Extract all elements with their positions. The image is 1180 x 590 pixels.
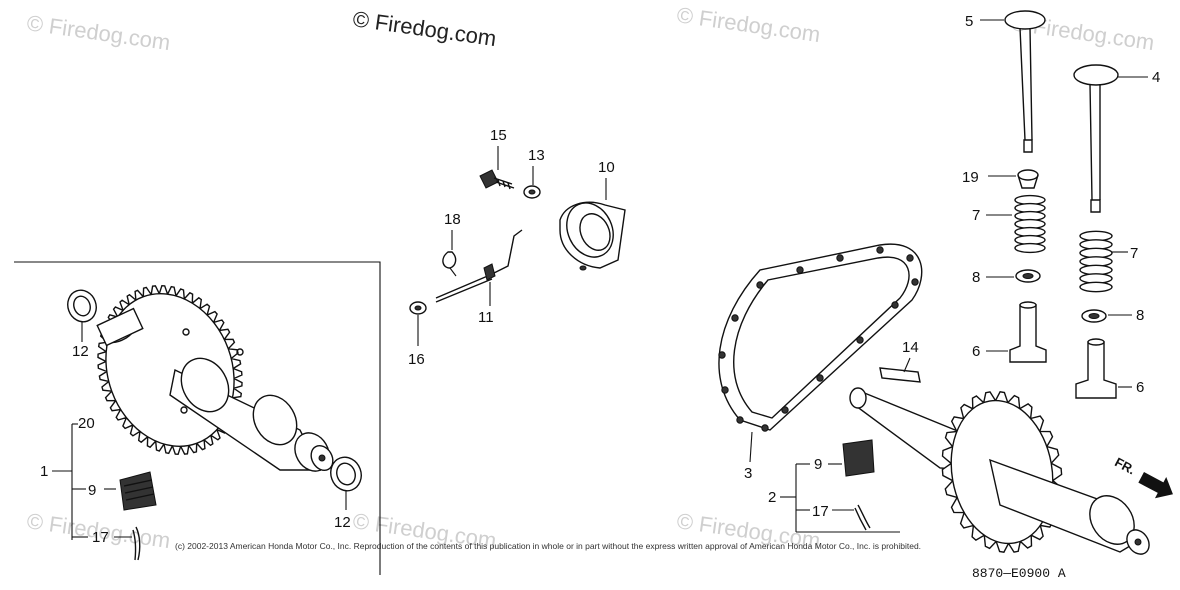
callout-18: 18 (444, 211, 461, 228)
diagram-code: 8870—E0900 A (972, 566, 1066, 581)
callout-17-right: 17 (812, 503, 829, 520)
callouts-right: 5 4 19 7 7 8 8 6 6 14 3 2 9 17 (744, 13, 1160, 533)
callout-8-left: 8 (972, 269, 980, 286)
callout-12-lower: 12 (334, 514, 351, 531)
callouts-center: 15 13 10 18 11 16 (408, 127, 615, 368)
callout-3: 3 (744, 465, 752, 482)
callout-2: 2 (768, 489, 776, 506)
callout-6-right: 6 (1136, 379, 1144, 396)
copyright-notice: (c) 2002-2013 American Honda Motor Co., … (175, 541, 921, 551)
arrow-right-icon (1138, 472, 1173, 499)
governor-parts (409, 169, 626, 315)
timing-chain (718, 243, 923, 432)
watermark-main: © Firedog.com (351, 6, 498, 51)
front-direction-indicator: FR. (1112, 454, 1173, 499)
callout-9-right: 9 (814, 456, 822, 473)
valve-train (1004, 10, 1119, 399)
callout-16: 16 (408, 351, 425, 368)
callout-6-left: 6 (972, 343, 980, 360)
front-label: FR. (1112, 454, 1138, 477)
callout-7-left: 7 (972, 207, 980, 224)
callout-17-left: 17 (92, 529, 109, 546)
watermark-faint: © Firedog.com (675, 2, 822, 47)
callout-4: 4 (1152, 69, 1160, 86)
watermark-faint: © Firedog.com (25, 10, 172, 55)
callout-8-right: 8 (1136, 307, 1144, 324)
callout-12-upper: 12 (72, 343, 89, 360)
callout-7-right: 7 (1130, 245, 1138, 262)
callout-5: 5 (965, 13, 973, 30)
callout-20: 20 (78, 415, 95, 432)
callouts-left: 12 12 1 20 9 17 (40, 322, 351, 546)
callout-14: 14 (902, 339, 919, 356)
camshaft-assembly-left (67, 284, 362, 561)
callout-19: 19 (962, 169, 979, 186)
callout-13: 13 (528, 147, 545, 164)
callout-1: 1 (40, 463, 48, 480)
callout-11: 11 (478, 309, 494, 326)
callout-10: 10 (598, 159, 615, 176)
callout-9-left: 9 (88, 482, 96, 499)
callout-15: 15 (490, 127, 507, 144)
crankshaft-right (842, 367, 1150, 555)
group-frame (14, 261, 381, 575)
